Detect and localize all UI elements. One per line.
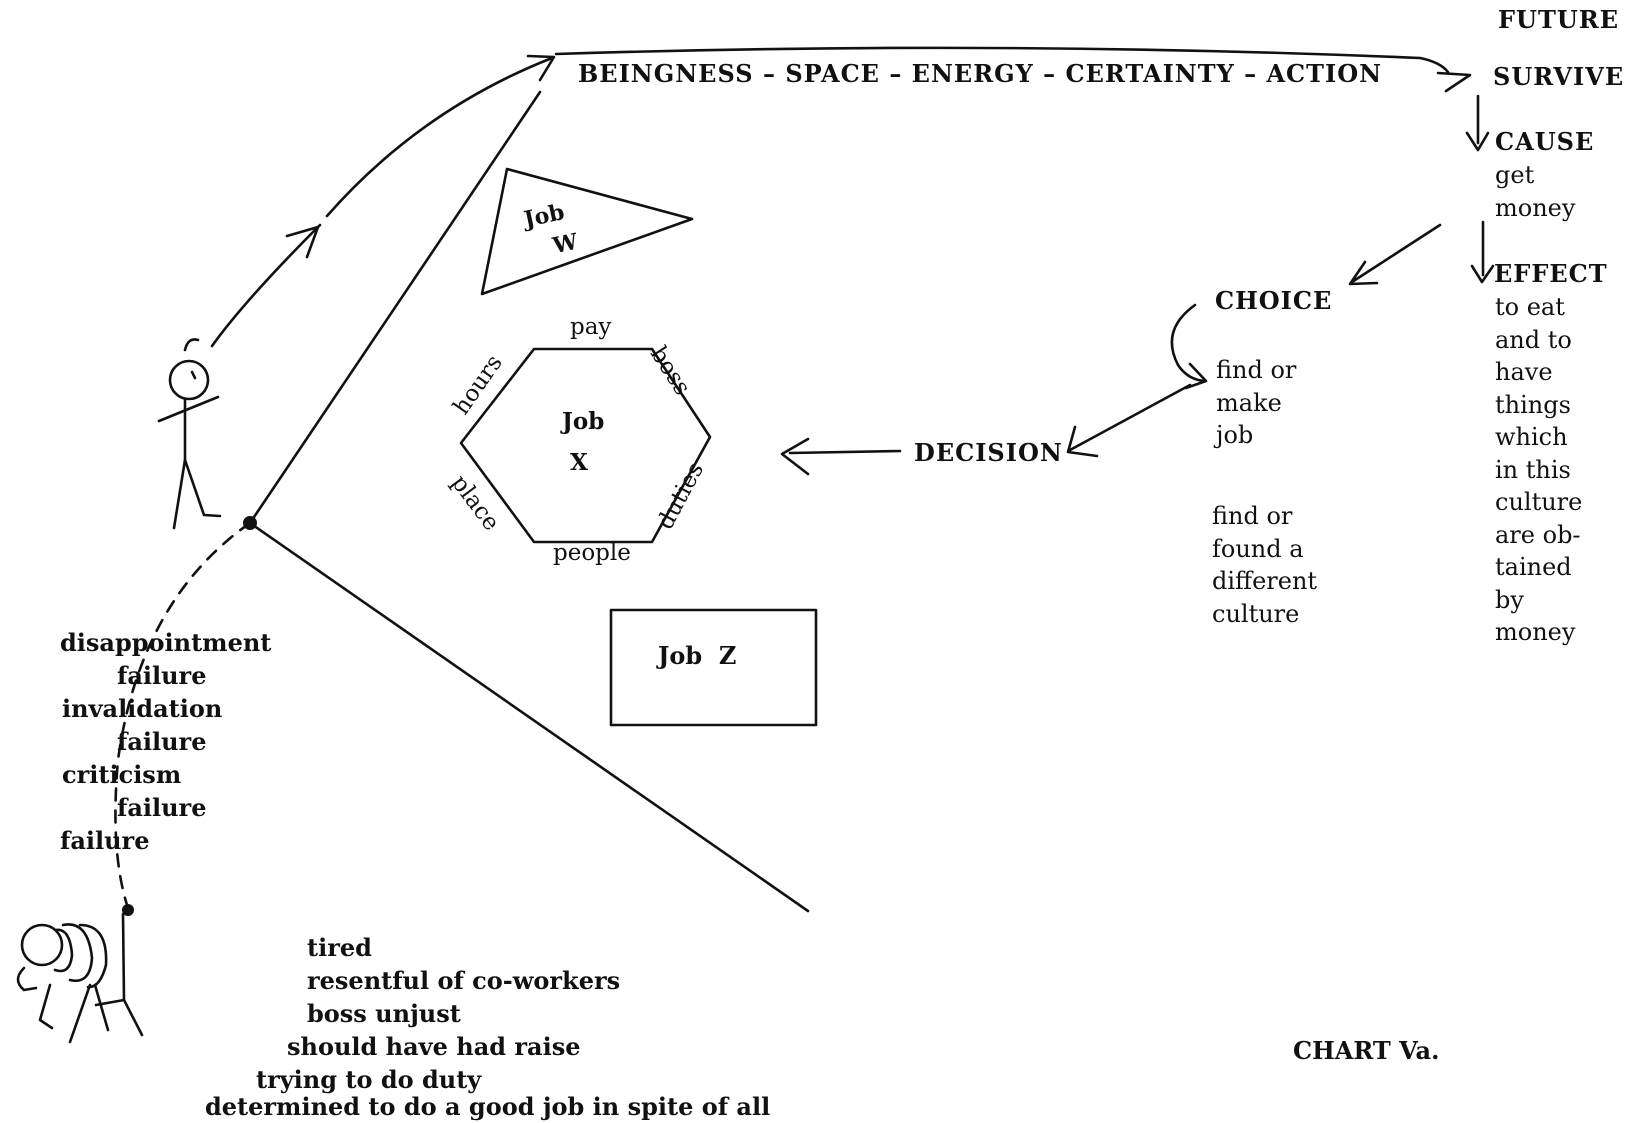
decline-word: failure bbox=[117, 727, 207, 756]
top-arc-arrow bbox=[554, 46, 1450, 74]
job-x-label-line2: X bbox=[570, 449, 588, 476]
effect-label: EFFECT bbox=[1494, 259, 1608, 288]
rise-arrow-line-2 bbox=[325, 56, 554, 218]
effect-line: by bbox=[1495, 585, 1524, 614]
cause-label: CAUSE bbox=[1495, 127, 1595, 156]
effect-line: and to bbox=[1495, 325, 1572, 354]
cause-line: money bbox=[1495, 193, 1576, 222]
decline-word: invalidation bbox=[62, 694, 223, 723]
choice-option-2-line: culture bbox=[1212, 599, 1300, 628]
choice-option-2-line: different bbox=[1212, 567, 1318, 595]
cause-to-effect-arrow-head bbox=[1470, 264, 1495, 284]
job-to-decision-arrow bbox=[1068, 383, 1192, 452]
cause-to-choice-arrow-head bbox=[1348, 260, 1379, 286]
choice-curl-arrow bbox=[1170, 303, 1207, 383]
chart-label: CHART Va. bbox=[1293, 1036, 1440, 1065]
complaint-line: trying to do duty bbox=[256, 1065, 482, 1094]
job-x-side-people: people bbox=[553, 540, 631, 566]
effect-line: money bbox=[1495, 618, 1576, 646]
job-x-label-line1: Job bbox=[562, 408, 605, 435]
effect-line: things bbox=[1495, 390, 1571, 419]
effect-line: culture bbox=[1495, 488, 1583, 516]
job-to-decision-arrow-head bbox=[1066, 425, 1099, 458]
future-label: FUTURE bbox=[1498, 5, 1619, 34]
choice-curl-arrow-head bbox=[1184, 362, 1208, 390]
decline-word: disappointment bbox=[60, 628, 272, 657]
choice-label: CHOICE bbox=[1215, 286, 1333, 315]
bottom-dot bbox=[122, 904, 134, 916]
effect-line: which bbox=[1495, 423, 1568, 451]
standing-figure bbox=[157, 338, 222, 530]
choice-option-2-line: find or bbox=[1212, 502, 1293, 530]
choice-option-1-line: make bbox=[1216, 388, 1282, 417]
complaint-line: boss unjust bbox=[307, 999, 461, 1028]
origin-dot bbox=[243, 516, 257, 530]
cause-line: get bbox=[1495, 161, 1535, 189]
decision-to-job-arrow bbox=[788, 449, 902, 455]
effect-line: to eat bbox=[1495, 293, 1565, 321]
job-z-rectangle bbox=[609, 608, 818, 727]
decision-to-job-arrow-head bbox=[780, 437, 810, 476]
choice-option-1-line: job bbox=[1216, 421, 1254, 449]
decline-dashed-path bbox=[114, 521, 252, 907]
cone-lower-line bbox=[248, 521, 810, 913]
choice-option-2: find or found a different culture bbox=[1212, 500, 1317, 630]
survive-to-cause-arrow-head bbox=[1465, 131, 1490, 152]
effect-line: have bbox=[1495, 358, 1553, 386]
effect-line: tained bbox=[1495, 553, 1572, 581]
rise-arrow-line bbox=[210, 223, 322, 348]
choice-option-1: find or make job bbox=[1216, 354, 1296, 452]
slumped-figure bbox=[16, 912, 144, 1044]
survive-label: SURVIVE bbox=[1493, 62, 1625, 91]
choice-option-1-line: find or bbox=[1216, 356, 1297, 384]
effect-line: are ob- bbox=[1495, 520, 1581, 549]
effect-detail: to eat and to have things which in this … bbox=[1495, 291, 1582, 649]
complaint-line: resentful of co-workers bbox=[307, 966, 621, 995]
job-x-hexagon bbox=[459, 347, 712, 544]
cause-to-choice-arrow bbox=[1350, 223, 1442, 284]
complaint-line: determined to do a good job in spite of … bbox=[205, 1092, 771, 1121]
decline-word: failure bbox=[60, 826, 150, 855]
decision-label: DECISION bbox=[914, 438, 1063, 467]
job-x-side-pay: pay bbox=[570, 314, 612, 340]
decline-word: failure bbox=[117, 793, 207, 822]
job-w-triangle bbox=[480, 167, 694, 296]
rise-arrow-head-2 bbox=[526, 54, 556, 82]
decline-word: criticism bbox=[62, 760, 182, 789]
action-chain: BEINGNESS – SPACE – ENERGY – CERTAINTY –… bbox=[578, 59, 1383, 88]
top-arc-arrow-head bbox=[1436, 71, 1472, 93]
cone-upper-line bbox=[248, 90, 542, 525]
effect-line: in this bbox=[1495, 455, 1571, 484]
complaint-line: tired bbox=[307, 933, 372, 962]
choice-option-2-line: found a bbox=[1212, 534, 1304, 563]
complaint-line: should have had raise bbox=[287, 1032, 581, 1061]
rise-arrow-head-1 bbox=[285, 225, 320, 259]
decline-word: failure bbox=[117, 661, 207, 690]
job-z-label: Job Z bbox=[658, 641, 737, 670]
cause-detail: get money bbox=[1495, 159, 1575, 224]
